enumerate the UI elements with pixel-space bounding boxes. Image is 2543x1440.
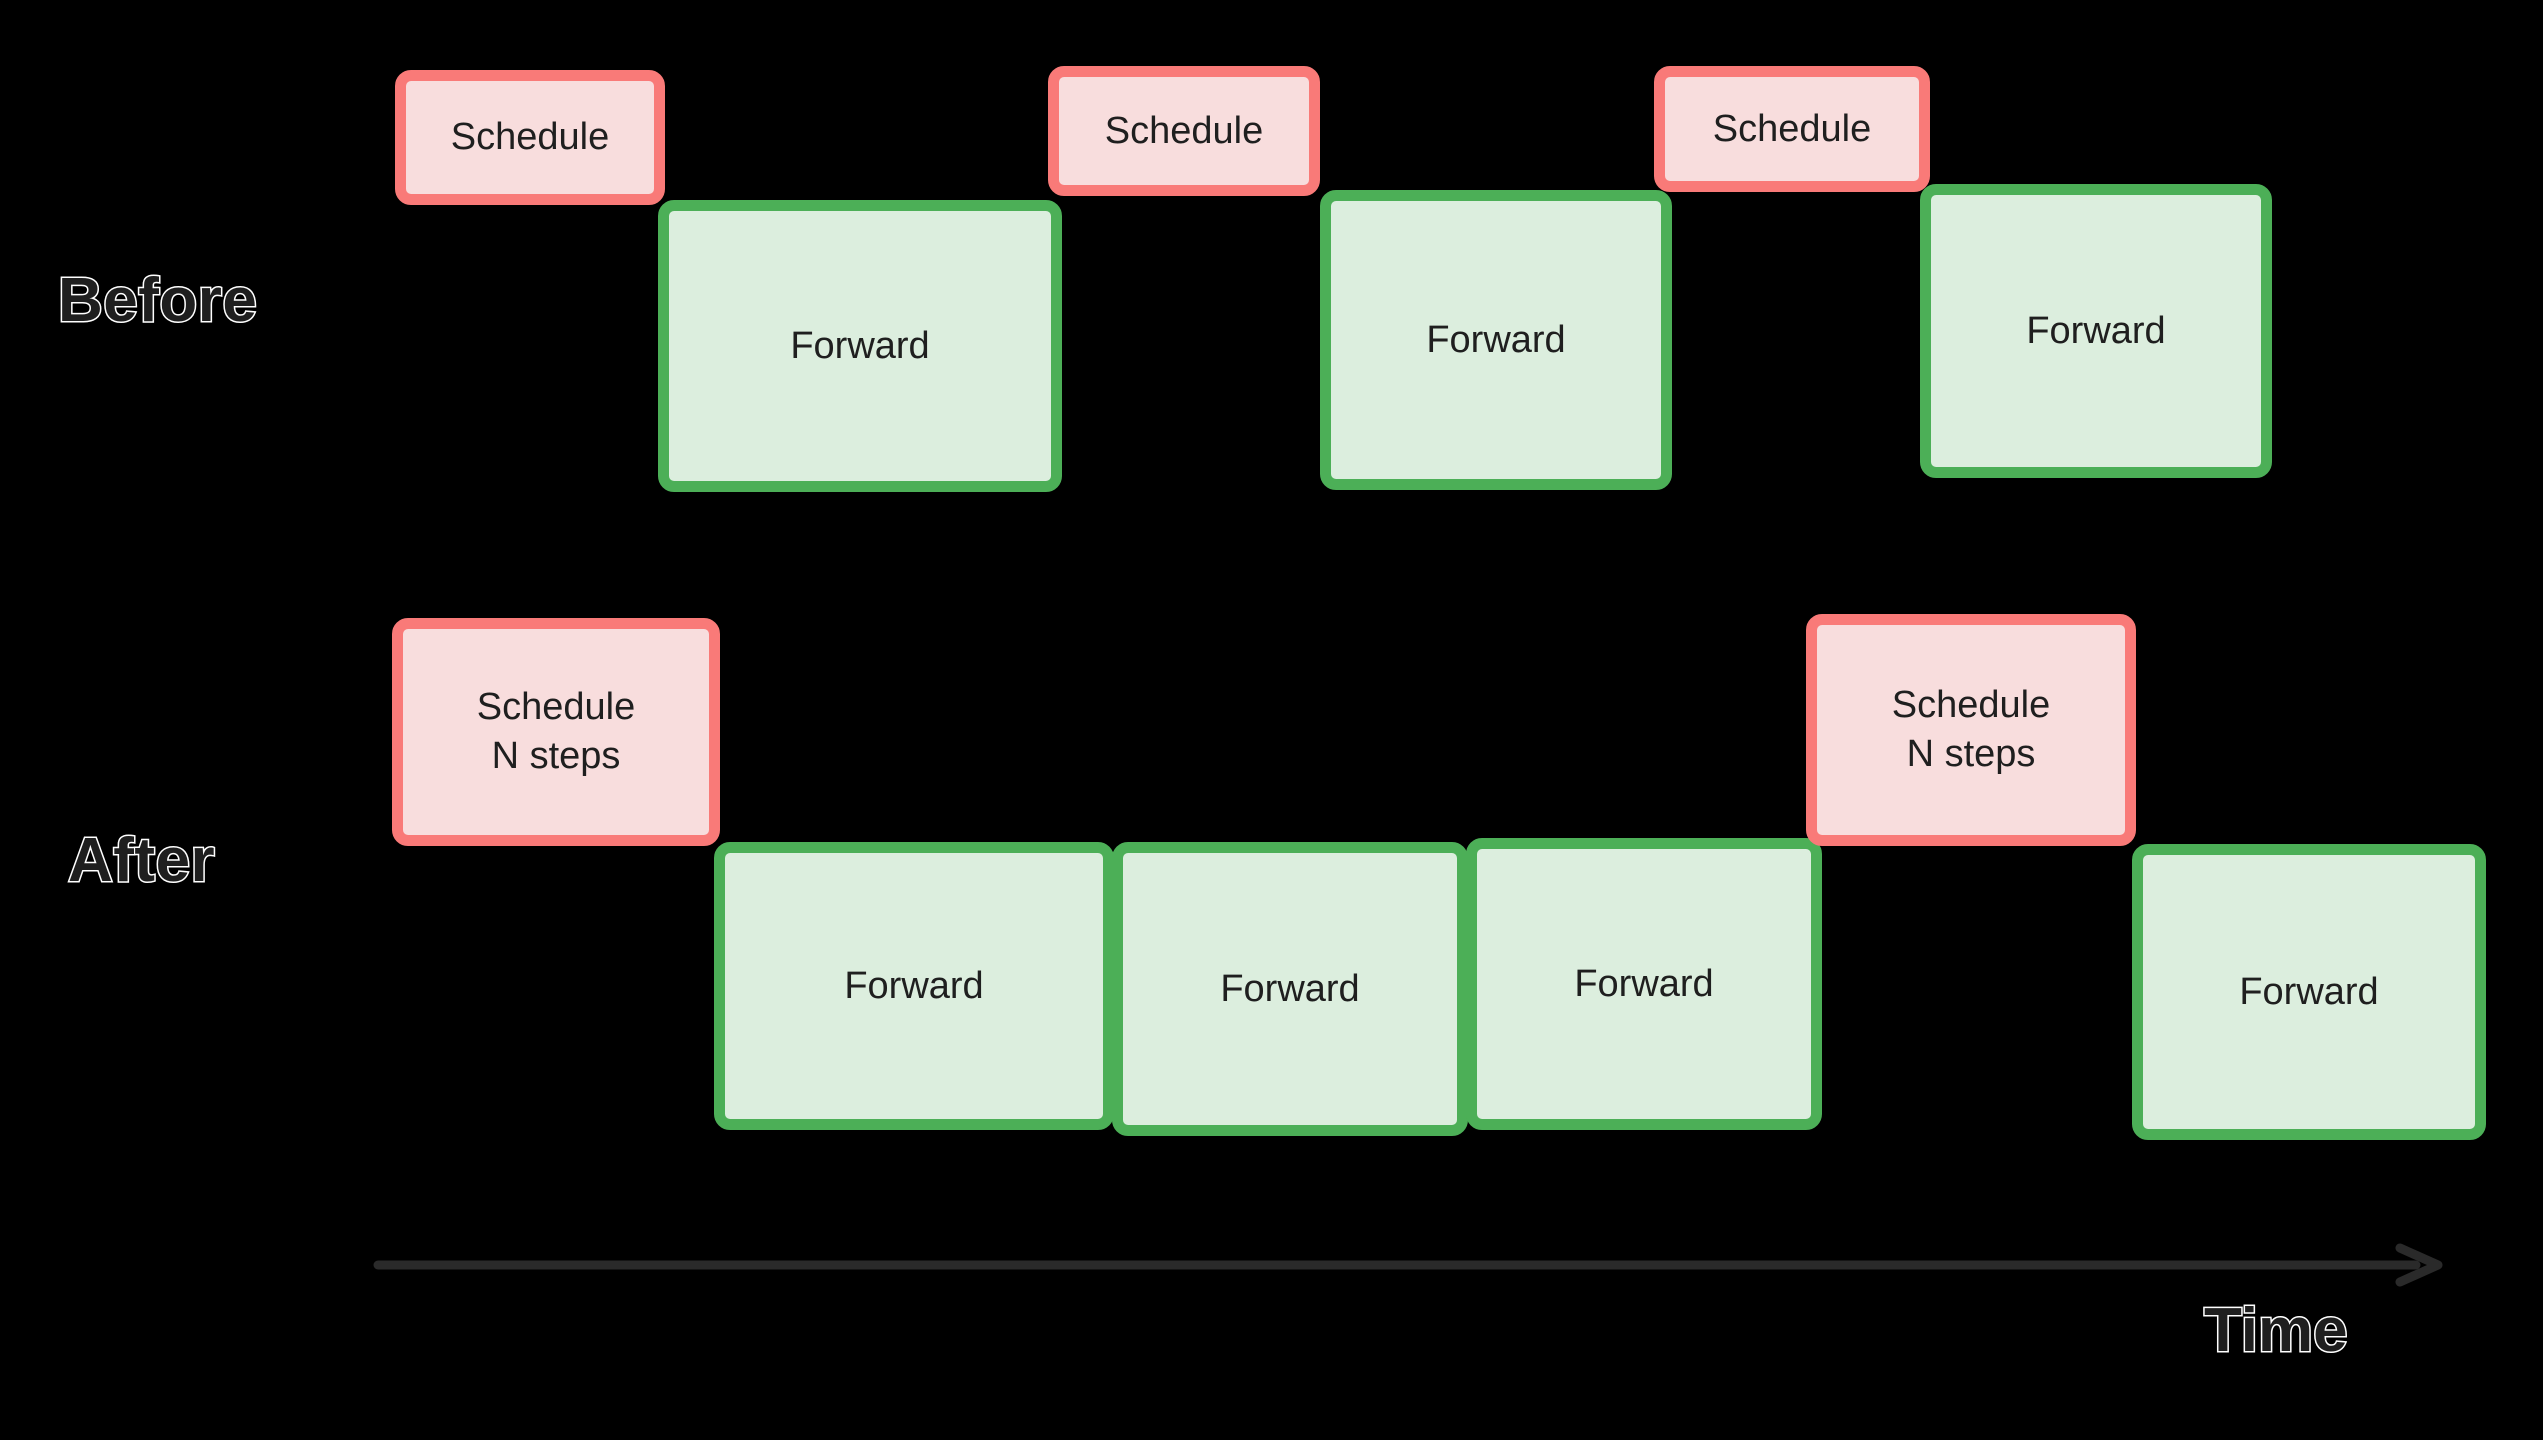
forward-box: Forward xyxy=(1320,190,1672,490)
forward-box-label: Forward xyxy=(790,322,929,371)
schedule-box: Schedule xyxy=(1048,66,1320,196)
axis-arrowhead-icon xyxy=(2395,1243,2443,1287)
forward-box-label: Forward xyxy=(2239,968,2378,1017)
schedule-box-label: Schedule xyxy=(1713,105,1871,154)
forward-box: Forward xyxy=(714,842,1114,1130)
forward-box-label-line: Forward xyxy=(1220,967,1360,1010)
forward-box-label-line: Forward xyxy=(790,324,930,367)
schedule-box-label-line: Schedule xyxy=(1891,684,2051,727)
forward-box: Forward xyxy=(1466,838,1822,1130)
row-label-after: After xyxy=(66,826,216,895)
forward-box: Forward xyxy=(1920,184,2272,478)
schedule-box-label: Schedule N steps xyxy=(477,683,635,780)
schedule-box-label: Schedule xyxy=(1105,107,1263,156)
time-axis-svg xyxy=(373,1243,2443,1287)
forward-box-label: Forward xyxy=(2026,307,2165,356)
forward-box-label-line: Forward xyxy=(2026,309,2166,352)
schedule-box-label-line: Schedule xyxy=(476,686,636,729)
forward-box: Forward xyxy=(658,200,1062,492)
forward-box-label: Forward xyxy=(1426,316,1565,365)
schedule-box-label-line: Schedule xyxy=(1104,109,1264,152)
forward-box-label-line: Forward xyxy=(1574,962,1714,1005)
forward-box-label: Forward xyxy=(1220,965,1359,1014)
schedule-box: Schedule N steps xyxy=(1806,614,2136,846)
forward-box-label-line: Forward xyxy=(1426,318,1566,361)
schedule-box: Schedule xyxy=(1654,66,1930,192)
forward-box-label: Forward xyxy=(1574,960,1713,1009)
schedule-box: Schedule N steps xyxy=(392,618,720,846)
forward-box-label: Forward xyxy=(844,962,983,1011)
forward-box-label-line: Forward xyxy=(844,964,984,1007)
schedule-box-label-line: Schedule xyxy=(1712,107,1872,150)
schedule-box-label-line: N steps xyxy=(491,735,621,777)
time-axis-arrow xyxy=(373,1243,2443,1287)
forward-box: Forward xyxy=(2132,844,2486,1140)
schedule-box-label: Schedule N steps xyxy=(1892,681,2050,778)
schedule-box-label: Schedule xyxy=(451,113,609,162)
forward-box-label-line: Forward xyxy=(2239,970,2379,1013)
schedule-box: Schedule xyxy=(395,70,665,205)
time-axis-label: Time xyxy=(2203,1296,2350,1365)
schedule-box-label-line: N steps xyxy=(1906,733,2036,775)
row-label-before: Before xyxy=(56,266,258,335)
forward-box: Forward xyxy=(1112,842,1468,1136)
schedule-box-label-line: Schedule xyxy=(450,116,610,159)
